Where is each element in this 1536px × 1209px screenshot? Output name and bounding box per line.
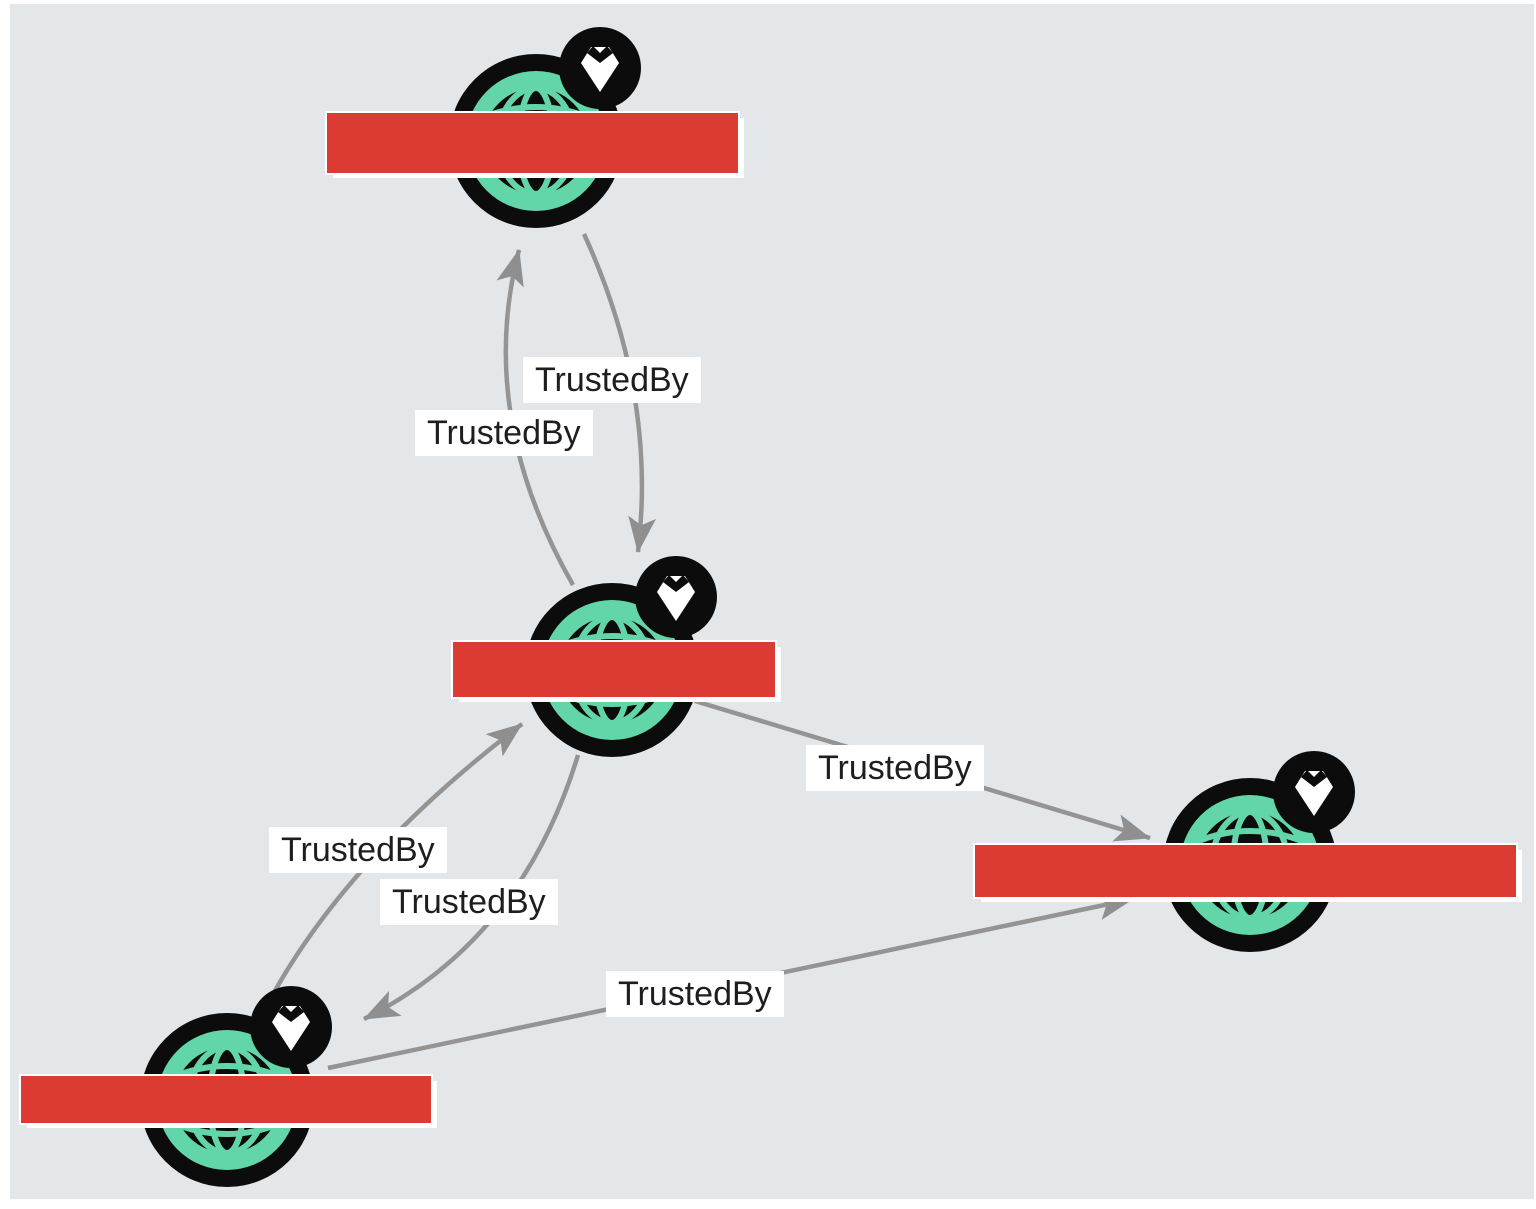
edge-label-trustedby-middle-to-right[interactable]: TrustedBy xyxy=(806,745,984,791)
edge-label-trustedby-top-to-middle[interactable]: TrustedBy xyxy=(523,357,701,403)
redaction-bar-node-top-label xyxy=(327,113,738,173)
redaction-bar-node-right-label xyxy=(975,845,1516,897)
redaction-bar-node-middle-label xyxy=(453,642,775,697)
edge-label-trustedby-bottomleft-to-right[interactable]: TrustedBy xyxy=(606,971,784,1017)
edge-label-trustedby-middle-to-top[interactable]: TrustedBy xyxy=(415,410,593,456)
edge-label-trustedby-middle-to-bottomleft[interactable]: TrustedBy xyxy=(380,879,558,925)
redaction-bar-node-bottom-left-label xyxy=(21,1076,431,1123)
edge-label-trustedby-bottomleft-to-middle[interactable]: TrustedBy xyxy=(269,827,447,873)
